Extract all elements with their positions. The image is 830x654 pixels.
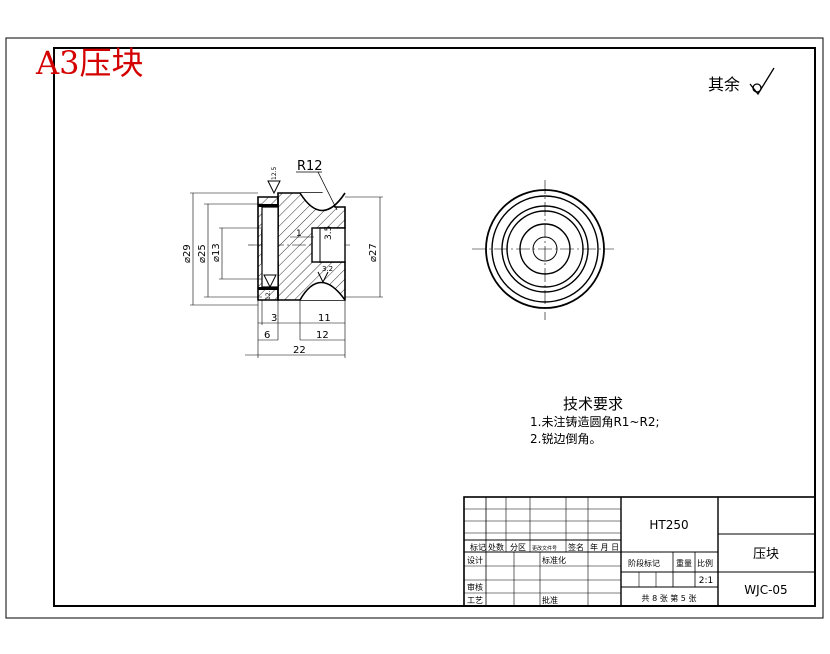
dim-d29: ⌀29 bbox=[182, 244, 193, 263]
dim-12: 12 bbox=[316, 330, 329, 341]
tb-drawing-no: WJC-05 bbox=[744, 583, 787, 597]
tb-label-biaozhunhua: 标准化 bbox=[542, 555, 566, 565]
tb-label-fenqu: 分区 bbox=[510, 543, 526, 552]
dim-6: 6 bbox=[264, 330, 270, 341]
svg-text:3.2: 3.2 bbox=[322, 265, 333, 273]
dim-3-5: 3.5 bbox=[324, 226, 334, 240]
dim-d13: ⌀13 bbox=[211, 243, 222, 262]
tb-label-gongyi: 工艺 bbox=[467, 596, 483, 605]
tb-material: HT250 bbox=[649, 518, 688, 532]
tb-sheets: 共 8 张 第 5 张 bbox=[642, 593, 697, 603]
tb-label-qianming: 签名 bbox=[568, 542, 584, 552]
svg-text:12.5: 12.5 bbox=[265, 286, 272, 300]
outer-border bbox=[5, 37, 824, 619]
tb-label-sheji: 设计 bbox=[467, 555, 483, 565]
title-block bbox=[463, 496, 816, 607]
tb-part-name: 压块 bbox=[753, 547, 779, 562]
svg-text:12.5: 12.5 bbox=[271, 166, 278, 180]
notes-title: 技术要求 bbox=[563, 395, 623, 413]
tb-label-jieduan: 阶段标记 bbox=[628, 558, 660, 568]
end-view bbox=[472, 180, 614, 320]
notes-line-2: 2.锐边倒角。 bbox=[530, 432, 601, 446]
dim-22: 22 bbox=[293, 345, 306, 356]
section-view bbox=[248, 192, 352, 301]
surface-roughness-note: 其余 bbox=[708, 75, 740, 94]
tb-label-biaoji: 标记 bbox=[470, 542, 486, 552]
tb-label-bili: 比例 bbox=[697, 558, 713, 568]
tb-label-chushu: 处数 bbox=[488, 542, 504, 552]
tb-label-shenhe: 审核 bbox=[467, 582, 483, 592]
tb-scale: 2:1 bbox=[699, 576, 713, 586]
dim-d27: ⌀27 bbox=[368, 243, 379, 262]
dim-d25: ⌀25 bbox=[197, 244, 208, 263]
tb-label-gengai: 更改文件号 bbox=[532, 545, 557, 552]
tb-label-ymd: 年 月 日 bbox=[590, 542, 619, 552]
radius-dimension: R12 bbox=[297, 159, 323, 174]
roughness-mark-top: 12.5 bbox=[267, 166, 281, 195]
tb-label-zhongliang: 重量 bbox=[676, 558, 692, 568]
notes-line-1: 1.未注铸造圆角R1~R2; bbox=[530, 414, 660, 429]
roughness-mark-bottom: 12.5 bbox=[263, 274, 277, 300]
tb-label-pizhun: 批准 bbox=[542, 595, 558, 605]
sheet-header-label: A3压块 bbox=[35, 44, 143, 82]
dim-3: 3 bbox=[271, 313, 277, 324]
inner-frame bbox=[53, 47, 816, 607]
roughness-mark-bore: 3.2 bbox=[317, 265, 333, 284]
dim-11: 11 bbox=[318, 313, 331, 324]
dim-1: 1 bbox=[296, 229, 302, 239]
roughness-symbol-icon bbox=[749, 67, 775, 96]
